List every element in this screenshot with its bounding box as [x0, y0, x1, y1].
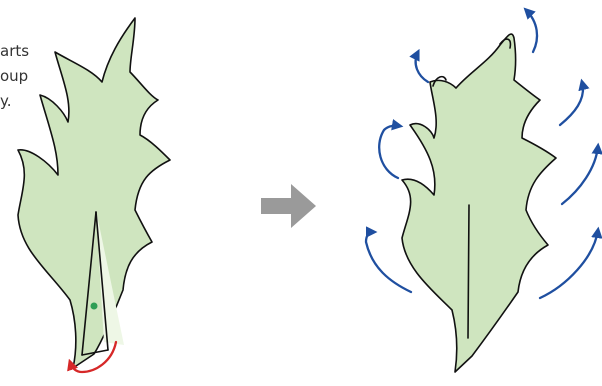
caption-line-1: arts — [0, 42, 29, 60]
rotate-arrow-icon — [67, 340, 118, 374]
caption-line-2: oup — [0, 67, 28, 85]
left-leaf — [17, 17, 171, 374]
flow-arrows — [364, 7, 602, 300]
flow-arrow-right-bottom — [538, 226, 602, 300]
left-fold-line-1 — [81, 211, 97, 356]
flow-arrow-left-top — [409, 48, 430, 84]
right-tip-curl — [499, 38, 512, 49]
right-leaf-curl — [432, 75, 447, 87]
flow-arrow-right-mid — [560, 142, 602, 206]
right-leaf-shape — [401, 33, 557, 373]
left-fold-base — [81, 349, 109, 356]
right-arrow-icon — [261, 184, 316, 228]
flow-arrow-right-top — [558, 78, 590, 127]
pivot-dot — [90, 302, 98, 310]
right-leaf — [401, 33, 557, 373]
caption-line-3: y. — [0, 92, 12, 110]
flow-arrow-left-mid — [378, 119, 404, 180]
fold-light-wedge — [96, 210, 124, 345]
left-fold-line-2 — [95, 211, 109, 351]
flow-arrow-top — [523, 7, 539, 54]
right-midrib — [467, 204, 470, 339]
flow-arrow-left-bottom — [364, 226, 413, 294]
left-leaf-shape — [17, 17, 171, 369]
